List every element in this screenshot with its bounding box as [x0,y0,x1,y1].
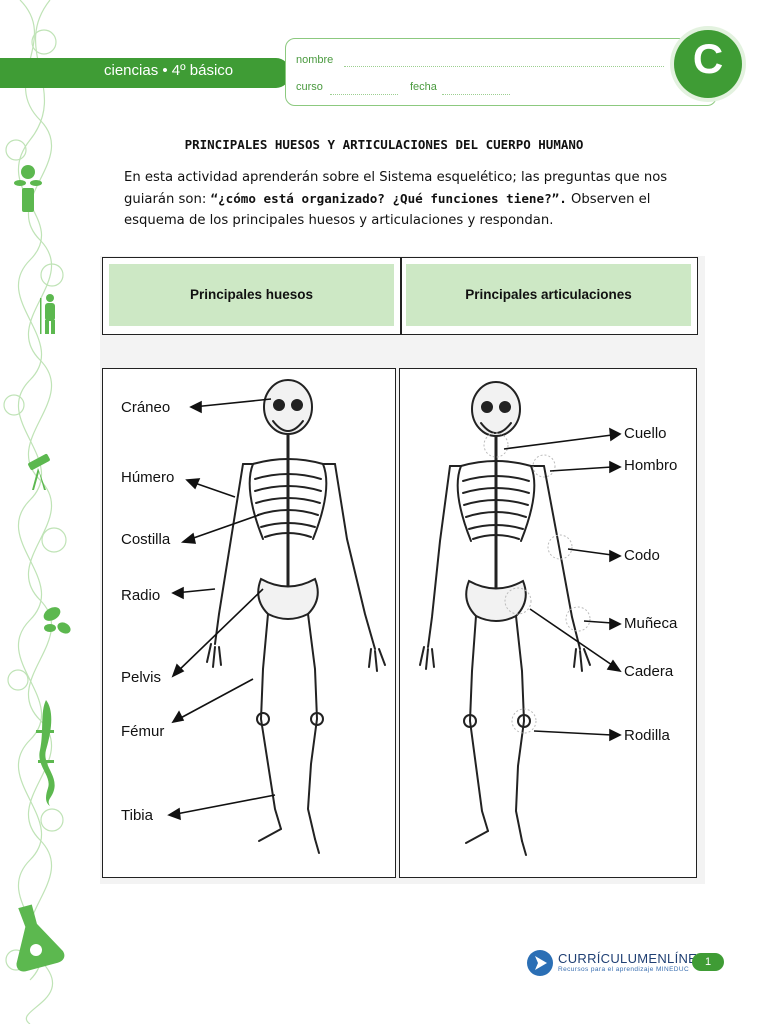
page-number-badge: 1 [692,953,724,971]
telescope-icon [28,454,50,490]
course-label: curso [296,81,323,93]
bone-label-craneo: Cráneo [121,399,171,416]
butterfly-icon [43,607,71,634]
intro-paragraph: En esta actividad aprenderán sobre el Si… [124,167,699,231]
joint-label-cadera: Cadera [624,663,674,680]
subject-letter-badge: C [674,30,742,98]
flask-icon [16,904,65,972]
bone-label-tibia: Tibia [121,807,153,824]
joints-panel: Cuello Hombro Codo Muñeca Cadera Rodilla [399,368,697,878]
person-icon [40,294,55,334]
intro-guiding-questions: “¿cómo está organizado? ¿Qué funciones t… [210,191,567,206]
name-label: nombre [296,54,334,66]
header-divider [400,258,402,334]
page-title: PRINCIPALES HUESOS Y ARTICULACIONES DEL … [184,137,584,152]
joint-label-rodilla: Rodilla [624,727,670,744]
joint-label-cuello: Cuello [624,425,667,442]
bone-label-humero: Húmero [121,469,175,486]
joint-label-codo: Codo [624,547,660,564]
bone-label-radio: Radio [121,587,161,604]
student-info-form: nombre curso fecha [285,38,717,106]
subject-letter: C [692,35,724,82]
skeleton-figure-bones [167,379,386,854]
intro-text-2: Observen el esquema de los principales h… [124,192,651,228]
subject-banner: ciencias • 4º básico [0,58,290,88]
lizard-icon [36,700,55,806]
page-number: 1 [704,956,712,968]
joint-label-hombro: Hombro [624,457,678,474]
left-decoration-strip [3,0,71,1024]
table-header-row: Principales huesos Principales articulac… [102,257,698,335]
bone-label-costilla: Costilla [121,531,171,548]
header-cell-bones: Principales huesos [109,264,394,326]
footer-brand-sub: Recursos para el aprendizaje MINEDUC [558,966,690,973]
joint-label-muneca: Muñeca [624,615,678,632]
header-joints-label: Principales articulaciones [465,287,632,302]
name-field[interactable] [344,65,664,67]
bone-label-pelvis: Pelvis [121,669,162,686]
bone-label-femur: Fémur [121,723,165,740]
plant-icon [14,165,42,212]
date-label: fecha [410,81,437,93]
header-bones-label: Principales huesos [189,287,314,302]
bones-panel: Cráneo Húmero Costilla Radio Pelvis Fému… [102,368,396,878]
course-field[interactable] [330,93,398,95]
date-field[interactable] [442,93,510,95]
subject-banner-text: ciencias • 4º básico [104,62,234,79]
header-cell-joints: Principales articulaciones [406,264,691,326]
intro-text-1: En esta actividad aprenderán sobre el Si… [124,170,668,207]
footer-brand: CURRÍCULUMENLÍNEA [558,951,707,966]
skeleton-figure-joints [419,381,622,856]
curriculum-logo-icon [527,950,553,976]
